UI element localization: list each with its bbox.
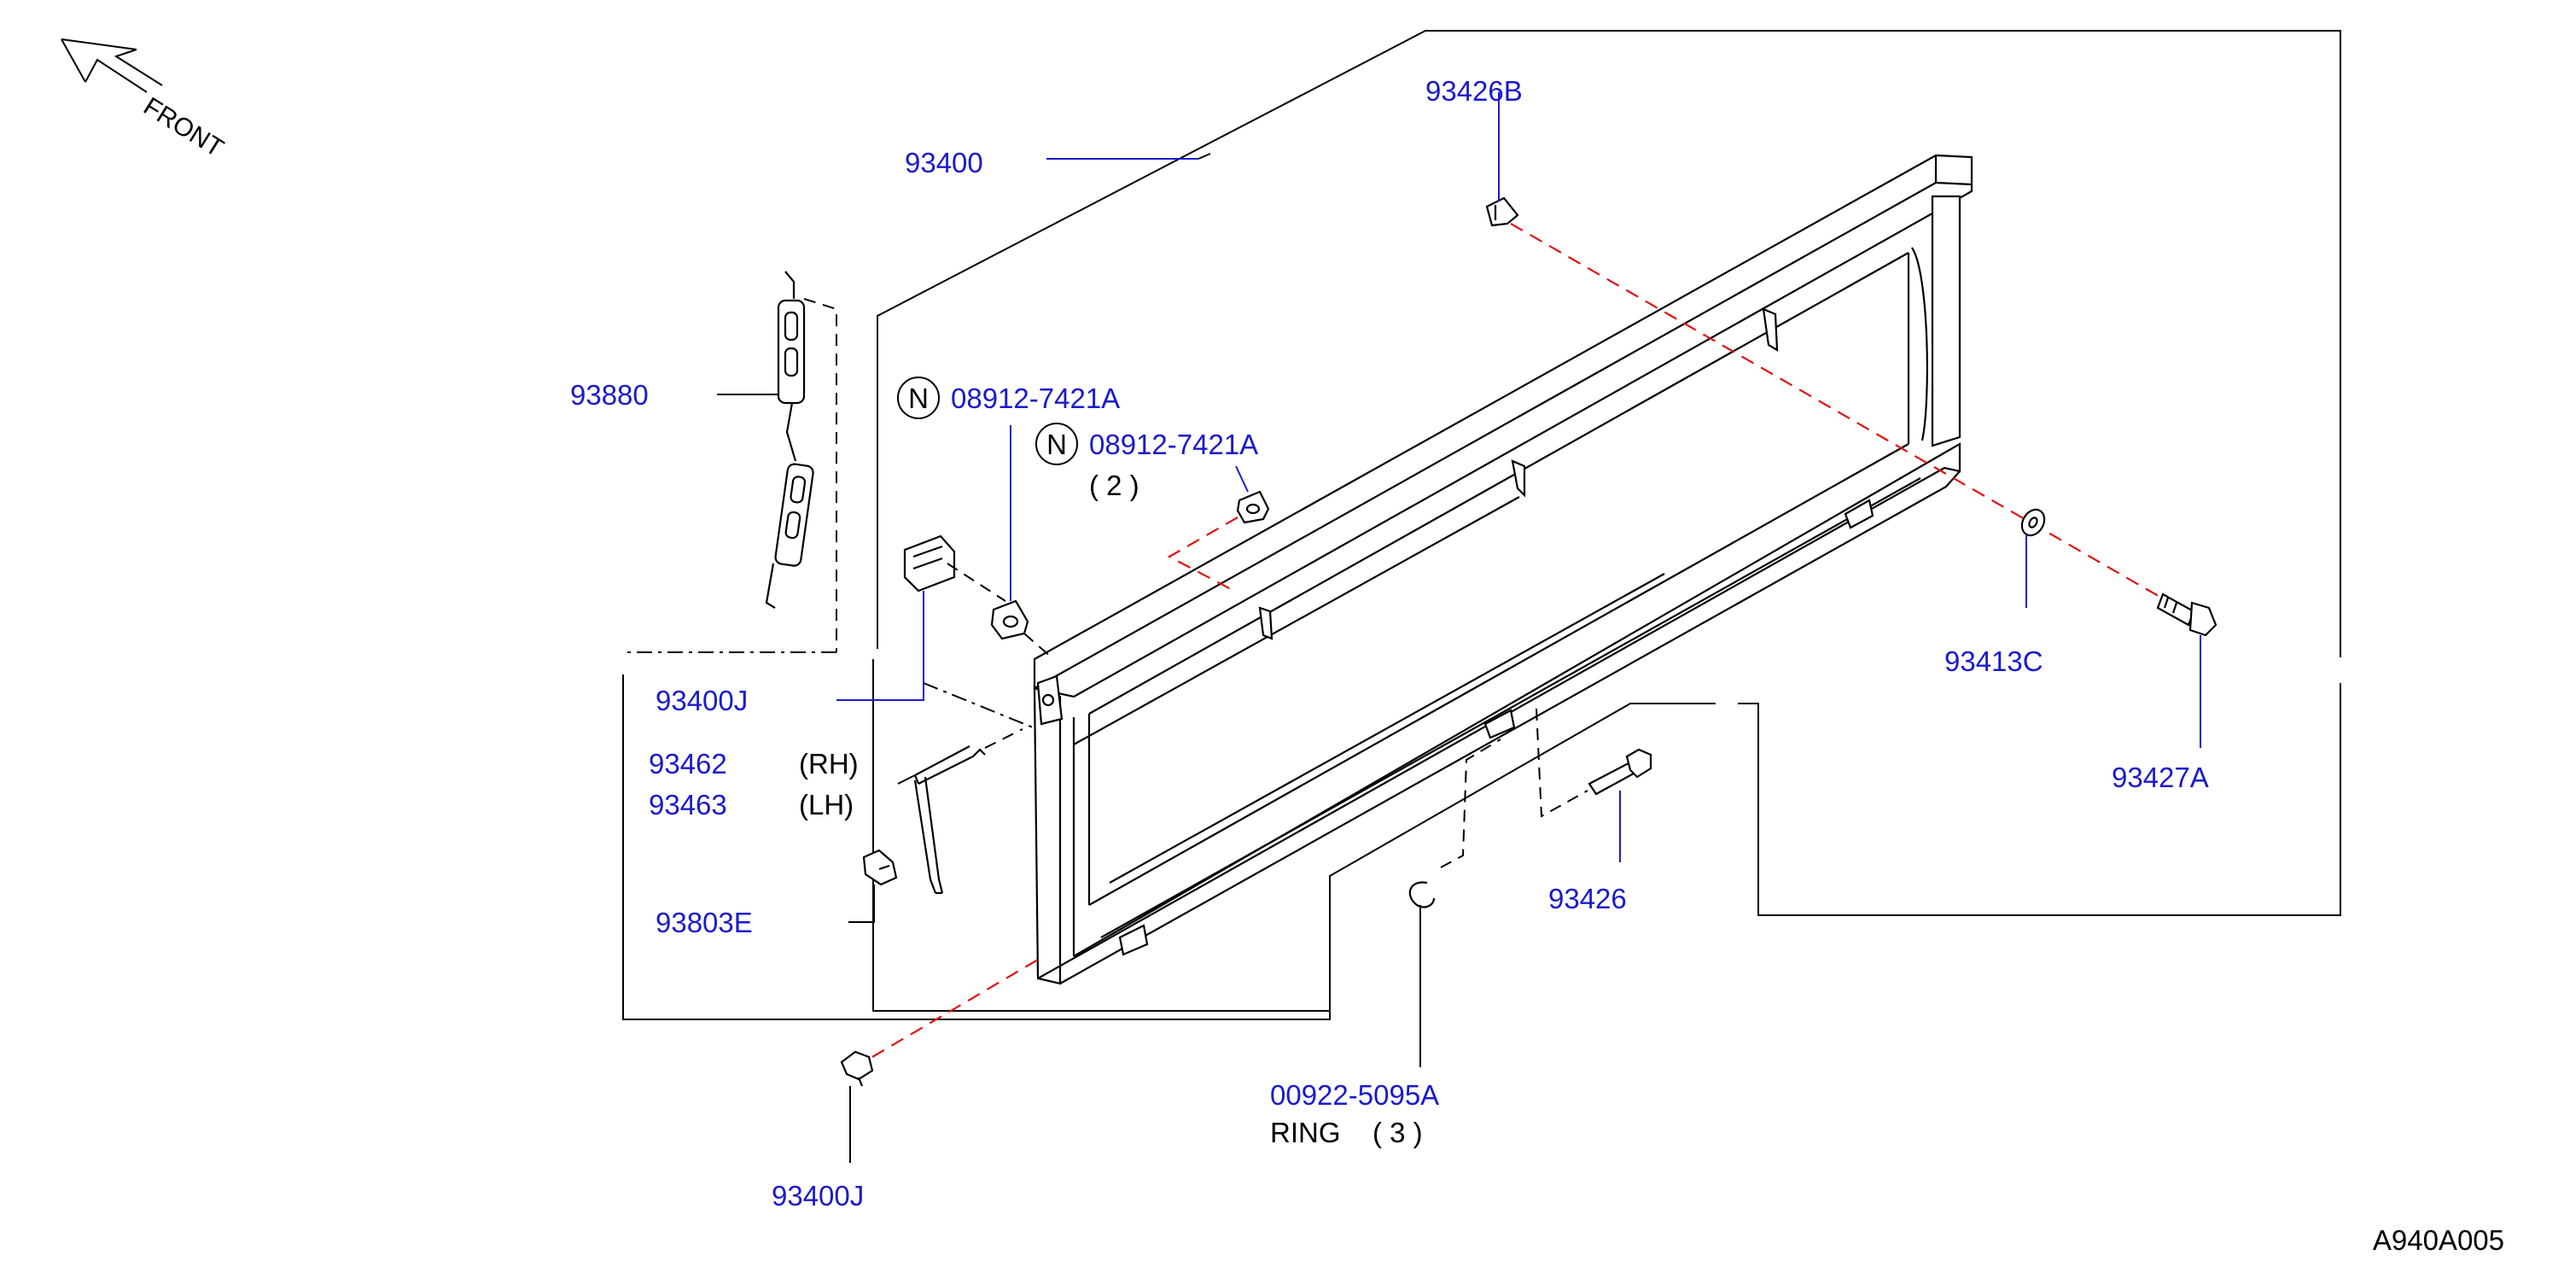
bolt-93427A-part bbox=[2156, 593, 2218, 637]
chain-part bbox=[623, 271, 837, 653]
callout-93400J-bottom: 93400J bbox=[772, 1180, 864, 1212]
tailgate-panel bbox=[1033, 154, 1973, 985]
callout-nut-2: 08912-7421A bbox=[1089, 429, 1258, 460]
front-label: FRONT bbox=[138, 92, 228, 163]
callout-93803E: 93803E bbox=[656, 907, 753, 938]
nut-symbol-icon bbox=[897, 377, 940, 419]
side-rh: (RH) bbox=[799, 748, 859, 779]
washer-part bbox=[2020, 508, 2046, 537]
callout-93426: 93426 bbox=[1548, 883, 1627, 914]
callout-93462: 93462 bbox=[649, 748, 727, 779]
callout-93413C: 93413C bbox=[1944, 645, 2043, 677]
cap-part bbox=[862, 849, 898, 886]
callout-93426B: 93426B bbox=[1425, 75, 1523, 107]
callout-93427A: 93427A bbox=[2112, 762, 2209, 793]
callout-93463: 93463 bbox=[649, 789, 727, 820]
clip-93426B-part bbox=[1485, 196, 2186, 612]
nut-2-quantity: ( 2 ) bbox=[1089, 470, 1139, 501]
rivet-part bbox=[840, 959, 1039, 1087]
front-arrow-icon bbox=[61, 38, 163, 93]
callout-93880: 93880 bbox=[570, 379, 649, 411]
stopper-block-part bbox=[903, 534, 1034, 728]
ring-part bbox=[1408, 739, 1501, 908]
nut-symbol-2: N bbox=[1046, 429, 1067, 460]
callout-ring: 00922-5095A bbox=[1270, 1079, 1439, 1111]
nut-symbol-1: N bbox=[908, 382, 929, 414]
assembly-boundary bbox=[622, 30, 2341, 1020]
nut-part bbox=[990, 599, 1052, 658]
rod-part bbox=[913, 728, 1023, 895]
side-lh: (LH) bbox=[799, 789, 854, 820]
diagram-id: A940A005 bbox=[2373, 1224, 2504, 1256]
ring-quantity: ( 3 ) bbox=[1373, 1117, 1423, 1148]
callout-93400: 93400 bbox=[905, 147, 983, 178]
callout-nut-1: 08912-7421A bbox=[951, 382, 1120, 414]
ring-label: RING bbox=[1270, 1117, 1341, 1148]
nut-part-2 bbox=[1167, 490, 1270, 590]
nut-symbol-icon-2 bbox=[1035, 423, 1078, 465]
callout-93400J-top: 93400J bbox=[656, 685, 748, 716]
bolt-93426-part bbox=[1536, 708, 1652, 818]
leader-lines bbox=[717, 92, 2201, 1163]
